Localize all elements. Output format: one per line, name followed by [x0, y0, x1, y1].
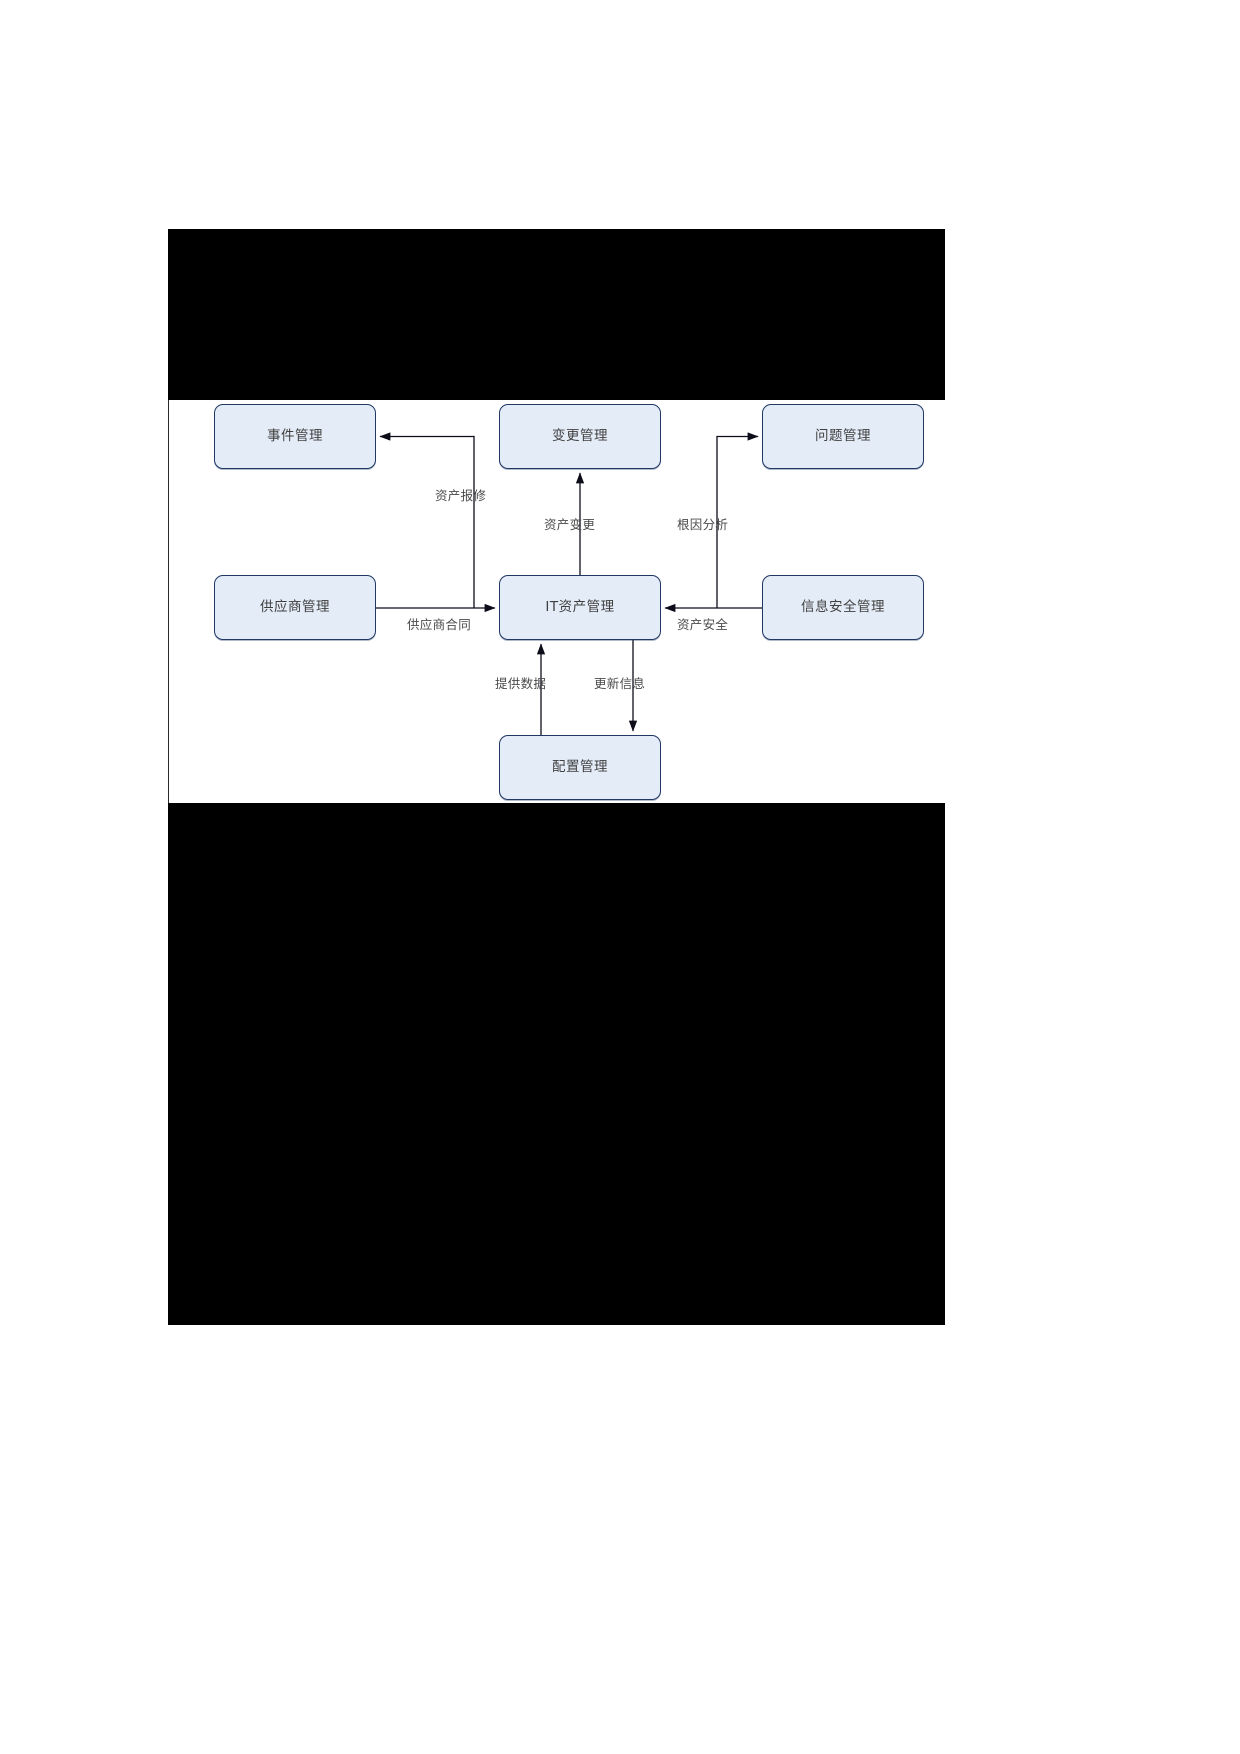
node-label: 信息安全管理 — [801, 598, 885, 615]
node-label: 供应商管理 — [260, 598, 330, 615]
node-label: IT资产管理 — [545, 598, 615, 615]
edge-root-cause — [716, 432, 759, 608]
it-asset-management-flowchart: 事件管理 变更管理 问题管理 供应商管理 IT资产管理 信息安全管理 配置管理 … — [168, 400, 946, 803]
top-redaction-band — [168, 229, 945, 400]
node-label: 变更管理 — [552, 427, 608, 444]
node-incident-management[interactable]: 事件管理 — [214, 404, 376, 469]
edge-label-provide-data: 提供数据 — [495, 676, 547, 691]
bottom-redaction-band — [168, 803, 945, 1325]
node-change-management[interactable]: 变更管理 — [499, 404, 661, 469]
node-configuration-management[interactable]: 配置管理 — [499, 735, 661, 800]
node-label: 事件管理 — [267, 427, 323, 444]
edge-label-asset-security: 资产安全 — [677, 617, 729, 632]
edge-label-update-info: 更新信息 — [594, 676, 646, 691]
connector-layer — [376, 432, 762, 735]
node-it-asset-management[interactable]: IT资产管理 — [499, 575, 661, 640]
edge-asset-repair — [379, 432, 475, 608]
edge-label-root-cause-analysis: 根因分析 — [677, 517, 729, 532]
edge-label-asset-change: 资产变更 — [544, 517, 596, 532]
node-label: 问题管理 — [815, 427, 871, 444]
edge-label-supplier-contract: 供应商合同 — [407, 617, 472, 632]
node-problem-management[interactable]: 问题管理 — [762, 404, 924, 469]
edge-label-asset-repair: 资产报修 — [435, 488, 487, 503]
node-label: 配置管理 — [552, 758, 608, 775]
node-supplier-management[interactable]: 供应商管理 — [214, 575, 376, 640]
node-information-security-management[interactable]: 信息安全管理 — [762, 575, 924, 640]
